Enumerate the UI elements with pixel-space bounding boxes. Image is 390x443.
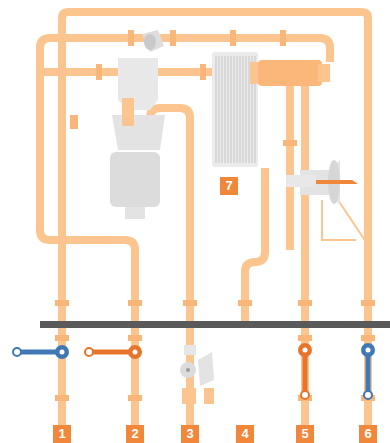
callout-number: 3: [181, 425, 199, 443]
callout-number: 4: [236, 425, 254, 443]
callout-number: 7: [220, 177, 238, 195]
callout-number: 6: [359, 425, 377, 443]
callout-number: 5: [296, 425, 314, 443]
pipe: [301, 82, 309, 425]
callout-number: 1: [53, 425, 71, 443]
mounting-bar: [40, 321, 390, 328]
pipe: [286, 82, 294, 250]
pipe: [40, 38, 330, 425]
callout-number: 2: [126, 425, 144, 443]
three-way-tee: [250, 60, 330, 86]
flanges: [55, 30, 375, 401]
thin-pipe: [338, 200, 368, 245]
pipe: [40, 68, 118, 76]
pump: [110, 58, 165, 219]
pipe: [245, 168, 265, 322]
fill-valve: [180, 345, 214, 404]
air-vent: [142, 30, 164, 52]
diverter-valve: [286, 160, 358, 205]
pipes: [40, 12, 368, 425]
heat-exchanger: [212, 52, 258, 167]
